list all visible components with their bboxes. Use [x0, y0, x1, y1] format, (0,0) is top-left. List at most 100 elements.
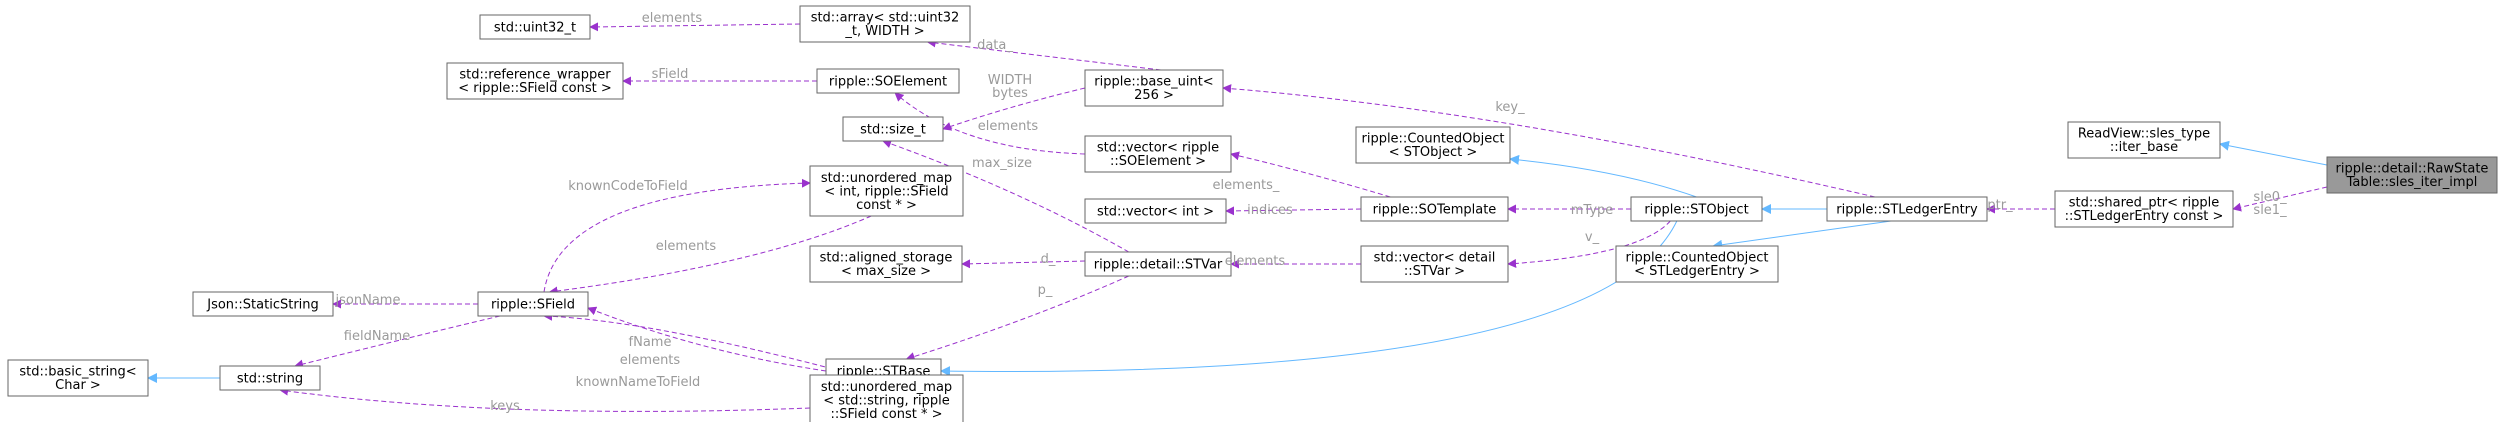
node-label: ripple::STObject: [1644, 202, 1748, 217]
node-sotemplate[interactable]: ripple::SOTemplate: [1360, 196, 1509, 222]
node-box[interactable]: [1360, 245, 1509, 283]
edge-umapint-sfield: [548, 215, 872, 296]
node-label: std::aligned_storage: [820, 251, 953, 266]
node-sfield[interactable]: ripple::SField: [477, 291, 589, 317]
node-label: ripple::STLedgerEntry: [1836, 202, 1978, 217]
node-stle[interactable]: ripple::STLedgerEntry: [1826, 196, 1988, 222]
node-umap_int[interactable]: std::unordered_map< int, ripple::SFieldc…: [809, 165, 964, 217]
node-box[interactable]: [2326, 156, 2498, 194]
edge-stvar-sizet: [882, 139, 1130, 253]
node-box[interactable]: [219, 365, 321, 391]
node-label: ::STVar >: [1404, 264, 1465, 279]
edge-label-bytes: bytes: [992, 86, 1028, 101]
node-co_stle[interactable]: ripple::CountedObject< STLedgerEntry >: [1615, 245, 1779, 283]
edge-label-data: data_: [977, 38, 1013, 53]
edge-sfield-umapint: [543, 178, 811, 293]
node-label: < ripple::SField const >: [458, 81, 611, 96]
node-label: ::SField const * >: [830, 407, 942, 422]
edge-stobject-costobject: [1509, 154, 1697, 198]
node-box[interactable]: [809, 245, 963, 283]
node-box[interactable]: [809, 374, 964, 422]
node-soelement[interactable]: ripple::SOElement: [816, 68, 960, 94]
edge-label-elements-umap-int: elements: [656, 239, 717, 254]
node-label: _t, WIDTH >: [844, 24, 924, 39]
edge-umapstr-stdstring: [279, 386, 811, 412]
node-raw[interactable]: ripple::detail::RawStateTable::sles_iter…: [2326, 156, 2498, 194]
node-label: std::vector< ripple: [1097, 141, 1219, 156]
edge-umapstr-sfield: [543, 311, 857, 376]
node-label: std::vector< int >: [1097, 204, 1214, 219]
node-array[interactable]: std::array< std::uint32_t, WIDTH >: [799, 5, 971, 43]
node-stvar[interactable]: ripple::detail::STVar: [1084, 251, 1232, 277]
node-box[interactable]: [1084, 69, 1224, 107]
node-box[interactable]: [192, 291, 334, 317]
edge-label-elements-sotemplate: elements_: [1213, 178, 1280, 193]
node-box[interactable]: [842, 116, 944, 142]
node-box[interactable]: [7, 359, 149, 397]
node-label: ::SOElement >: [1110, 154, 1206, 169]
node-vecsoe[interactable]: std::vector< ripple::SOElement >: [1084, 135, 1232, 173]
edge-label-fieldname: fieldName: [344, 329, 410, 344]
edge-label-jsonname: jsonName: [335, 293, 401, 308]
node-box[interactable]: [1826, 196, 1988, 222]
edge-raw-readview: [2219, 140, 2328, 166]
edge-label-p: p_: [1038, 283, 1053, 298]
edge-label-max-size: max_size: [972, 156, 1032, 171]
node-box[interactable]: [1355, 126, 1511, 164]
node-uint32[interactable]: std::uint32_t: [479, 14, 591, 40]
node-box[interactable]: [1630, 196, 1763, 222]
node-box[interactable]: [477, 291, 589, 317]
node-label: < max_size >: [841, 264, 931, 279]
node-label: Table::sles_iter_impl: [2346, 175, 2478, 190]
edge-label-sle0: sle0_: [2253, 190, 2287, 205]
edge-sfield-stdstring: [294, 315, 501, 369]
node-vecstvar[interactable]: std::vector< detail::STVar >: [1360, 245, 1509, 283]
node-umap_str[interactable]: std::unordered_map< std::string, ripple:…: [809, 374, 964, 422]
node-aligned[interactable]: std::aligned_storage< max_size >: [809, 245, 963, 283]
node-basicstr[interactable]: std::basic_string<Char >: [7, 359, 149, 397]
edge-label-v: v_: [1585, 230, 1600, 245]
node-box[interactable]: [1084, 198, 1227, 224]
node-label: ripple::SField: [491, 297, 575, 312]
node-co_stobject[interactable]: ripple::CountedObject< STObject >: [1355, 126, 1511, 164]
node-staticstring[interactable]: Json::StaticString: [192, 291, 334, 317]
node-stobject[interactable]: ripple::STObject: [1630, 196, 1763, 222]
node-box[interactable]: [1084, 135, 1232, 173]
node-label: ripple::base_uint<: [1094, 75, 1213, 90]
node-label: std::reference_wrapper: [459, 68, 611, 83]
edge-array-uint32: [589, 22, 801, 32]
node-box[interactable]: [446, 62, 624, 100]
edge-label-ptr: ptr_: [1987, 198, 2013, 213]
node-stdstring[interactable]: std::string: [219, 365, 321, 391]
node-readview[interactable]: ReadView::sles_type::iter_base: [2067, 121, 2221, 159]
node-sizet[interactable]: std::size_t: [842, 116, 944, 142]
node-box[interactable]: [809, 165, 964, 217]
edge-label-indices: indices: [1247, 203, 1293, 218]
node-baseuint[interactable]: ripple::base_uint<256 >: [1084, 69, 1224, 107]
node-box[interactable]: [1084, 251, 1232, 277]
edge-label-width: WIDTH: [988, 73, 1032, 88]
node-box[interactable]: [2054, 190, 2234, 228]
edge-label-elements-vecsoe: elements: [978, 119, 1039, 134]
node-label: ripple::detail::STVar: [1094, 257, 1223, 272]
edge-label-known-code: knownCodeToField: [568, 179, 688, 194]
node-label: std::array< std::uint32: [811, 11, 960, 26]
node-box[interactable]: [799, 5, 971, 43]
node-vecint[interactable]: std::vector< int >: [1084, 198, 1227, 224]
node-box[interactable]: [479, 14, 591, 40]
edge-label-keys: keys: [490, 399, 520, 414]
node-box[interactable]: [2067, 121, 2221, 159]
edge-stobject-vecstvar: [1507, 220, 1671, 268]
edge-label-elements-stvar: elements: [1225, 254, 1286, 269]
node-label: < STLedgerEntry >: [1634, 264, 1760, 279]
edge-stvar-stbase: [905, 275, 1130, 361]
node-box[interactable]: [816, 68, 960, 94]
node-box[interactable]: [1360, 196, 1509, 222]
node-refwrap[interactable]: std::reference_wrapper< ripple::SField c…: [446, 62, 624, 100]
node-box[interactable]: [1615, 245, 1779, 283]
edge-label-known-name: knownNameToField: [576, 375, 701, 390]
edge-label-key: key_: [1495, 100, 1525, 115]
edges-layer: [147, 22, 2328, 412]
node-shptr[interactable]: std::shared_ptr< ripple::STLedgerEntry c…: [2054, 190, 2234, 228]
